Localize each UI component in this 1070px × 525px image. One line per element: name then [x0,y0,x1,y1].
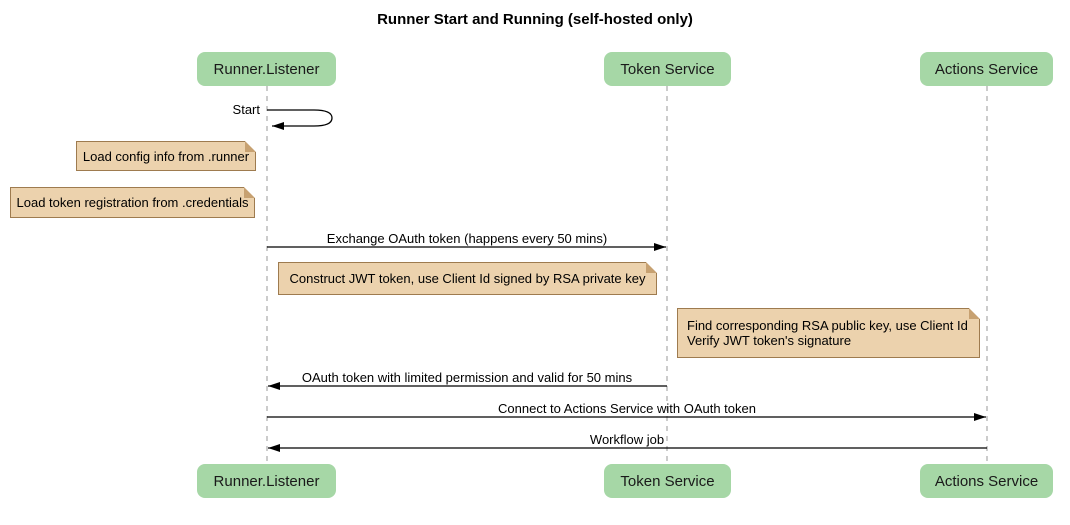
note-text: Construct JWT token, use Client Id signe… [289,271,646,286]
note-text: Load config info from .runner [82,148,250,164]
participant-token-service-top: Token Service [604,52,731,86]
participant-actions-service-bottom: Actions Service [920,464,1053,498]
message-label-start: Start [232,102,260,117]
message-label-workflow-job: Workflow job [589,432,665,447]
note-load-token-registration: Load token registration from .credential… [10,187,255,218]
note-verify-jwt: Find corresponding RSA public key, use C… [677,308,980,358]
message-label-exchange-oauth: Exchange OAuth token (happens every 50 m… [326,231,608,246]
note-load-config: Load config info from .runner [76,141,256,171]
participant-token-service-bottom: Token Service [604,464,731,498]
note-construct-jwt: Construct JWT token, use Client Id signe… [278,262,657,295]
message-label-connect-actions: Connect to Actions Service with OAuth to… [498,401,756,416]
participant-runner-listener-bottom: Runner.Listener [197,464,336,498]
message-label-oauth-return: OAuth token with limited permission and … [301,370,633,385]
note-text-line-1: Find corresponding RSA public key, use C… [687,318,968,333]
note-text-line-2: Verify JWT token's signature [687,333,852,348]
participant-runner-listener-top: Runner.Listener [197,52,336,86]
participant-actions-service-top: Actions Service [920,52,1053,86]
note-text: Load token registration from .credential… [16,195,249,210]
diagram-title: Runner Start and Running (self-hosted on… [377,11,693,28]
message-line-start-self [267,109,333,130]
